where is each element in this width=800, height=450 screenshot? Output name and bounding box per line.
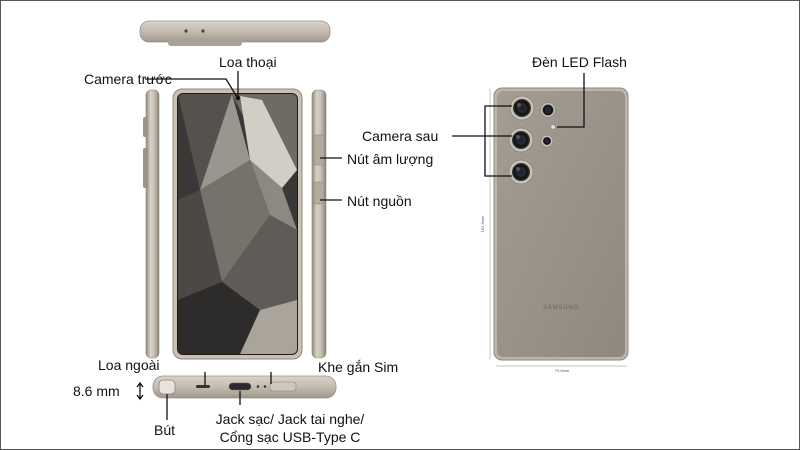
front-camera-callout [145, 78, 238, 98]
label-led-flash: Đèn LED Flash [532, 54, 627, 70]
height-dimension: 162.3mm [480, 215, 485, 232]
label-stylus: Bút [154, 422, 176, 438]
label-rear-camera: Camera sau [362, 128, 439, 144]
wallpaper [178, 94, 297, 354]
label-charging-port-line2: Cổng sạc USB-Type C [219, 429, 361, 445]
label-loudspeaker: Loa ngoài [98, 357, 160, 373]
width-dimension: 79.0mm [555, 368, 570, 373]
phone-right-side [311, 89, 327, 359]
volume-button-shape [313, 134, 325, 166]
phone-left-side [143, 89, 160, 359]
phone-top-edge [139, 20, 331, 46]
label-sim-slot: Khe gắn Sim [318, 359, 399, 375]
rear-camera-callout-bottom [484, 136, 512, 177]
led-flash-callout [557, 73, 585, 128]
top-mic-hole [201, 29, 205, 33]
label-power-button: Nút nguồn [347, 193, 412, 209]
brand-logo: SAMSUNG [543, 305, 579, 311]
phone-back: 79.0mm 162.3mm SAMSUNG [480, 87, 629, 373]
label-charging-port-line1: Jack sạc/ Jack tai nghe/ [215, 411, 365, 427]
label-volume-buttons: Nút âm lượng [347, 151, 434, 167]
label-front-camera: Camera trước [84, 71, 172, 87]
top-mic-hole [184, 29, 188, 33]
phone-front [172, 88, 303, 360]
usb-c-port [228, 382, 252, 391]
rear-camera-lenses [508, 95, 556, 185]
led-flash [550, 124, 556, 130]
sim-tray [269, 381, 297, 392]
power-button-shape [313, 181, 325, 205]
label-earpiece: Loa thoại [219, 54, 277, 70]
callout-lines [136, 71, 585, 420]
label-thickness: 8.6 mm [73, 383, 120, 399]
phone-bottom-edge [152, 375, 337, 399]
stylus-tip [158, 379, 176, 395]
rear-camera-callout-top [484, 105, 512, 136]
speaker-grille [196, 385, 210, 388]
